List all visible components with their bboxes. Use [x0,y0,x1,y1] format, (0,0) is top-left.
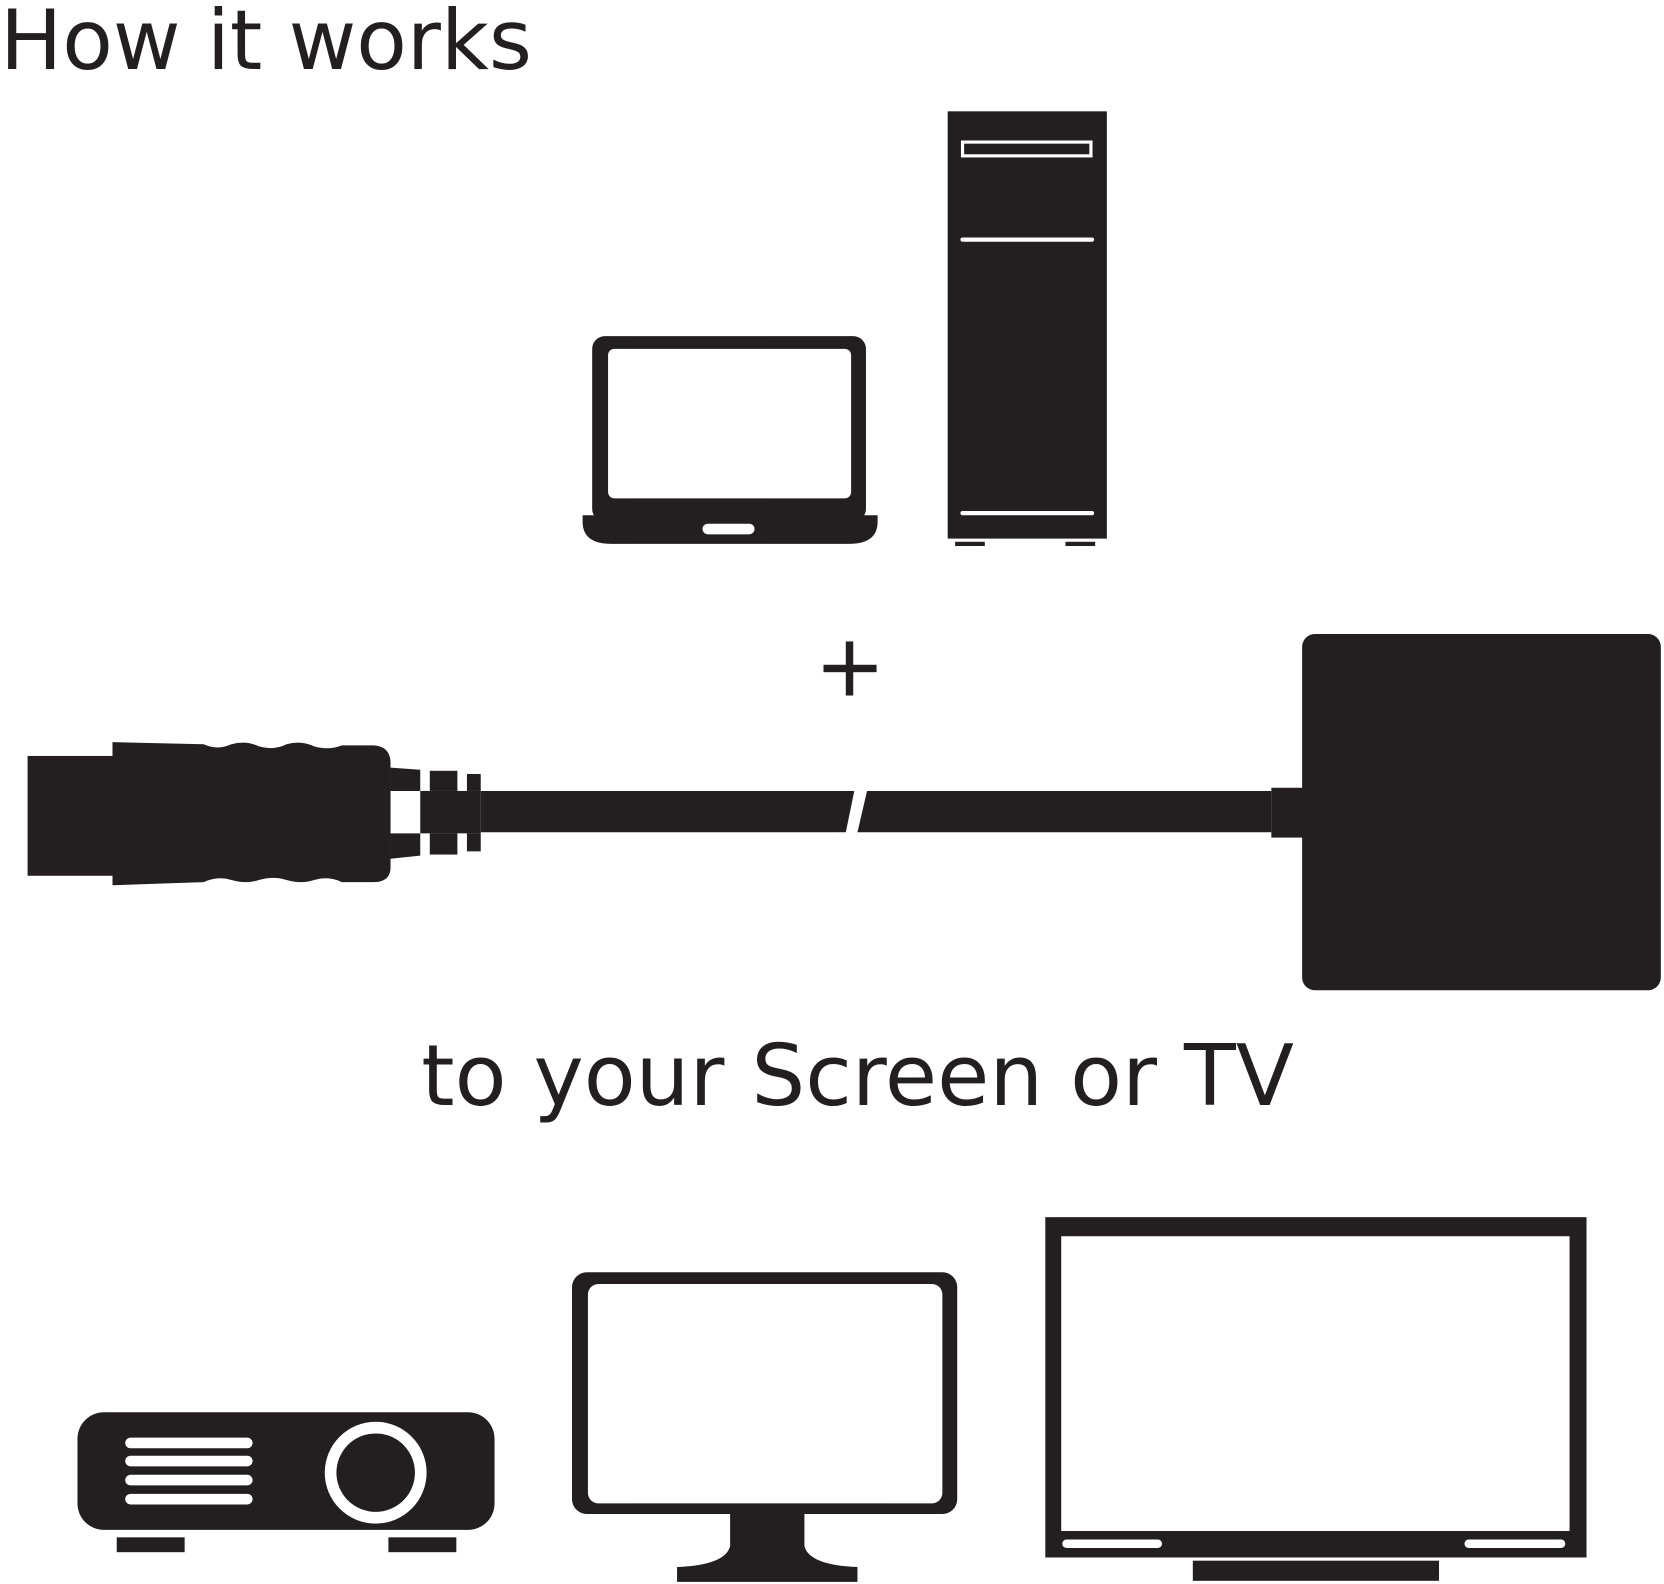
adapter-cable-icon [27,634,1661,991]
title: How it works [0,0,532,89]
desktop-tower-icon [947,111,1107,547]
tv-icon [1045,1217,1587,1581]
laptop-icon [582,336,878,544]
projector-icon [77,1412,495,1553]
monitor-icon [572,1272,958,1582]
plus-icon [823,641,877,696]
subtitle: to your Screen or TV [421,1027,1294,1126]
